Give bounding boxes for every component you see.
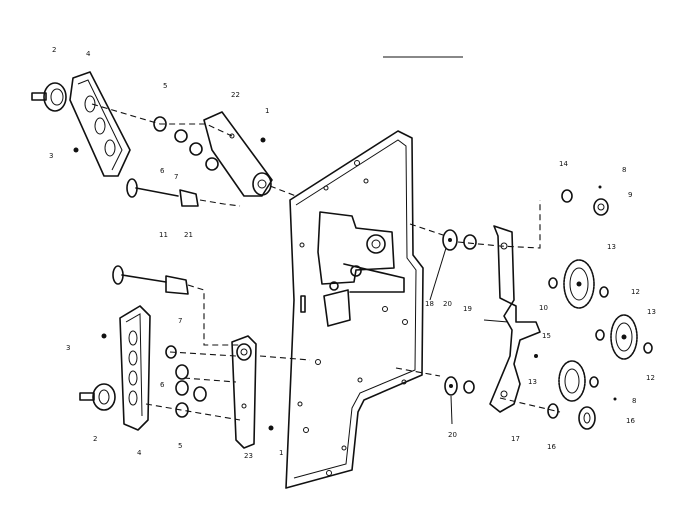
callout-15: 15 — [542, 332, 551, 340]
callout-17: 17 — [511, 435, 520, 443]
callout-18: 18 — [425, 300, 434, 308]
callout-9: 9 — [628, 191, 632, 199]
callout-13b: 13 — [647, 308, 656, 316]
callout-1a: 1 — [265, 107, 269, 115]
align-line-4 — [187, 284, 240, 346]
callout-7a: 7 — [174, 173, 178, 181]
spacer-top-1 — [174, 129, 188, 143]
spacer-top-3 — [205, 157, 219, 171]
callout-22: 22 — [231, 91, 240, 99]
align-line-1 — [91, 103, 233, 137]
align-line-7 — [145, 403, 241, 421]
callout-6b: 6 — [160, 381, 165, 389]
align-line-3 — [199, 199, 241, 207]
callout-2a: 2 — [52, 46, 56, 54]
callout-10: 10 — [539, 304, 548, 312]
gear-20-lower — [444, 376, 458, 396]
callout-11: 11 — [159, 231, 168, 239]
bushing-21-upper — [179, 189, 199, 207]
washer-6b-3 — [193, 386, 207, 402]
screw-8b — [613, 397, 617, 401]
callout-8a: 8 — [622, 166, 626, 174]
gear-13-top — [563, 259, 595, 309]
washer-5b — [175, 402, 189, 418]
callout-1b: 1 — [279, 449, 283, 457]
callout-3b: 3 — [66, 344, 70, 352]
align-line-8 — [183, 377, 237, 383]
upper-left-bracket — [69, 71, 131, 177]
screw-15 — [534, 354, 538, 358]
screw-1b — [268, 425, 274, 431]
callout-5b: 5 — [178, 442, 182, 450]
align-line-11 — [395, 367, 441, 377]
screw-3a — [73, 147, 79, 153]
callout-4a: 4 — [86, 50, 91, 58]
washer-6b-1 — [175, 364, 189, 380]
washer-12a — [599, 286, 609, 298]
screw-8a — [598, 185, 602, 189]
washer-10 — [548, 277, 558, 289]
align-line-10 — [457, 200, 541, 249]
align-line-5 — [169, 351, 237, 357]
right-bracket — [483, 225, 541, 413]
screw-3b — [101, 333, 107, 339]
washer-lower-right — [589, 376, 599, 388]
shaft-upper — [126, 178, 179, 198]
callout-19: 19 — [463, 305, 472, 313]
main-mounting-plate — [285, 130, 424, 489]
washer-19-lower — [463, 380, 475, 394]
screw-1a — [260, 137, 266, 143]
callout-13a: 13 — [607, 243, 616, 251]
gear-13-middle — [610, 314, 638, 360]
lower-arm — [231, 335, 257, 449]
callout-6a: 6 — [160, 167, 165, 175]
align-line-2 — [269, 185, 297, 197]
shaft-lower — [112, 265, 189, 295]
callout-16b: 16 — [547, 443, 556, 451]
washer-14 — [561, 189, 573, 203]
lower-knob — [79, 383, 116, 411]
callout-7b: 7 — [178, 317, 182, 325]
spacer-top-2 — [189, 142, 203, 156]
callout-2b: 2 — [93, 435, 97, 443]
callout-16a: 16 — [626, 417, 635, 425]
align-line-12 — [499, 397, 561, 413]
gear-20-upper — [442, 229, 458, 251]
callout-12b: 12 — [646, 374, 655, 382]
callout-20a: 20 — [443, 300, 452, 308]
nut-9 — [593, 198, 609, 216]
callout-labels: 2 4 3 5 22 1 6 7 11 21 14 8 9 13 10 12 1… — [49, 46, 656, 460]
align-line-9 — [409, 223, 447, 237]
washer-6b-2 — [175, 380, 189, 396]
callout-13c: 13 — [528, 378, 537, 386]
washer-19 — [463, 234, 477, 250]
gear-16-right — [578, 406, 596, 430]
callout-3a: 3 — [49, 152, 53, 160]
callout-23: 23 — [244, 452, 253, 460]
lower-left-bracket — [119, 305, 151, 431]
gear-13-lower — [558, 360, 586, 402]
washer-16 — [547, 403, 559, 419]
washer-7b — [165, 345, 177, 359]
align-line-6 — [259, 355, 311, 361]
leader-18 — [429, 247, 447, 301]
washer-12b — [643, 342, 653, 354]
callout-5a: 5 — [163, 82, 167, 90]
callout-21: 21 — [184, 231, 193, 239]
callout-12a: 12 — [631, 288, 640, 296]
callout-14: 14 — [559, 160, 568, 168]
leader-20b — [450, 395, 453, 425]
washer-5a — [153, 116, 167, 132]
upper-knob — [31, 82, 67, 112]
callout-20b: 20 — [448, 431, 457, 439]
callout-4b: 4 — [137, 449, 142, 457]
upper-arm — [203, 111, 273, 197]
callout-8b: 8 — [632, 397, 636, 405]
washer-12b-mid — [595, 329, 605, 341]
